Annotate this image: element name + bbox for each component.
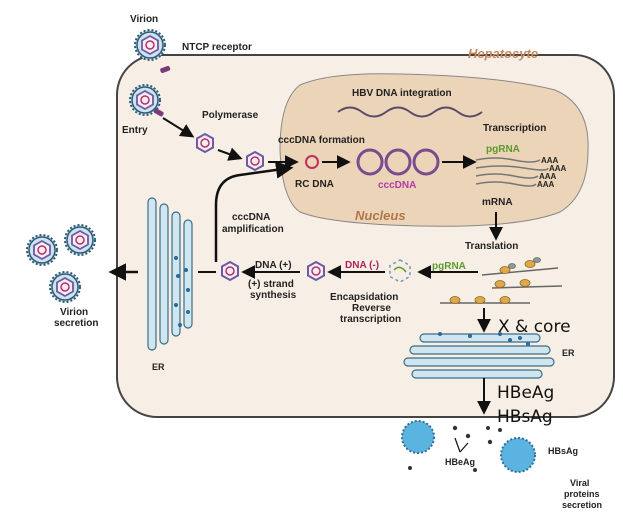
hbsag-small-label: HBsAg (548, 446, 578, 456)
encapsidation-label-3: transcription (340, 314, 401, 325)
amplification-label-2: amplification (222, 224, 284, 235)
er-left-ribosomes (174, 256, 190, 327)
virion-secreted-icon-2 (64, 224, 96, 256)
dna-minus-label: DNA (-) (345, 260, 379, 271)
x-core-label: X & core (498, 317, 571, 337)
cccdna-formation-label: cccDNA formation (278, 135, 365, 146)
viral-proteins-label-3: secretion (562, 500, 602, 510)
virion-outside-icon (134, 29, 166, 61)
virion-secreted-icon-1 (26, 234, 58, 266)
pgrna-top-label: pgRNA (486, 144, 520, 155)
amplification-label-1: cccDNA (232, 212, 270, 223)
hbeag-big-label: HBeAg (497, 383, 554, 403)
er-right (403, 333, 555, 379)
ntcp-receptor-icon (160, 65, 171, 73)
hbsag-particle-right (500, 437, 536, 473)
strand-synthesis-label-2: synthesis (250, 290, 297, 301)
nucleus (279, 73, 589, 227)
cccdna-circle-1 (356, 148, 384, 176)
capsid-polymerase-icon (196, 133, 214, 153)
virion-secretion-label-1: Virion (60, 307, 88, 318)
encapsidation-icon (389, 259, 411, 283)
viral-proteins-label-2: proteins (564, 489, 600, 499)
integrated-dna-wave (337, 106, 483, 118)
viral-proteins-label-1: Viral (570, 478, 589, 488)
virion-secreted-icon-3 (49, 271, 81, 303)
capsid-dna-plus-icon (221, 261, 239, 281)
cccdna-circle-2 (384, 148, 412, 176)
er-right-ribosomes (438, 332, 530, 346)
encapsidation-label-2: Reverse (352, 303, 391, 314)
capsid-nuclear-entry-icon (246, 151, 264, 171)
polymerase-label: Polymerase (202, 110, 259, 121)
aaa-label-2: AAA (549, 164, 567, 173)
nucleus-label: Nucleus (355, 208, 406, 223)
hbsag-particle-left (401, 420, 435, 454)
virion-secretion-label-2: secretion (54, 318, 98, 329)
aaa-label-4: AAA (537, 180, 555, 189)
pgrna-mid-label: pgRNA (432, 261, 466, 272)
ntcp-receptor-icon-2 (153, 108, 164, 117)
er-left-label: ER (152, 362, 165, 372)
hbsag-big-label: HBsAg (497, 407, 553, 427)
er-right-label: ER (562, 348, 575, 358)
ribosome-icons (449, 257, 541, 304)
capsid-dna-minus-icon (307, 261, 325, 281)
hepatocyte-label: Hepatocyte (468, 46, 538, 61)
aaa-label-1: AAA (541, 156, 559, 165)
hbeag-dots (408, 425, 502, 472)
rc-dna-icon (305, 155, 319, 169)
cccdna-circle-3 (412, 148, 440, 176)
dna-plus-label: DNA (+) (255, 260, 292, 271)
hbeag-small-label: HBeAg (445, 457, 475, 467)
aaa-label-3: AAA (539, 172, 557, 181)
encapsidation-label-1: Encapsidation (330, 292, 398, 303)
translation-label: Translation (465, 241, 518, 252)
ntcp-label: NTCP receptor (182, 42, 252, 53)
rc-dna-label: RC DNA (295, 179, 334, 190)
entry-label: Entry (122, 125, 148, 136)
transcription-label: Transcription (483, 123, 546, 134)
integration-label: HBV DNA integration (352, 88, 452, 99)
strand-synthesis-label-1: (+) strand (248, 279, 294, 290)
cccdna-label: cccDNA (378, 180, 416, 191)
virion-label: Virion (130, 14, 158, 25)
mrna-label: mRNA (482, 197, 513, 208)
